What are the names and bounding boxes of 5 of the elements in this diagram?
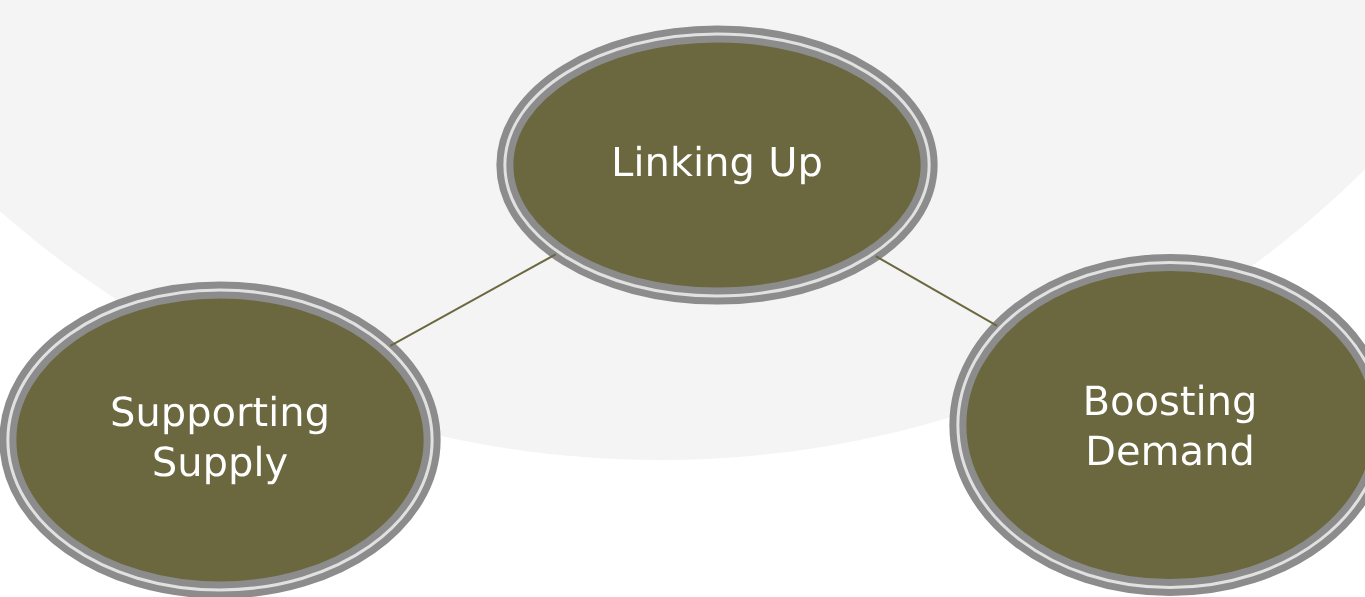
ellipse-node: Linking Up: [496, 25, 938, 305]
connector-line: [389, 253, 557, 347]
ellipse-node: Supporting Supply: [0, 281, 441, 597]
ellipse-node: Boosting Demand: [949, 254, 1365, 596]
connector-line: [874, 255, 999, 327]
